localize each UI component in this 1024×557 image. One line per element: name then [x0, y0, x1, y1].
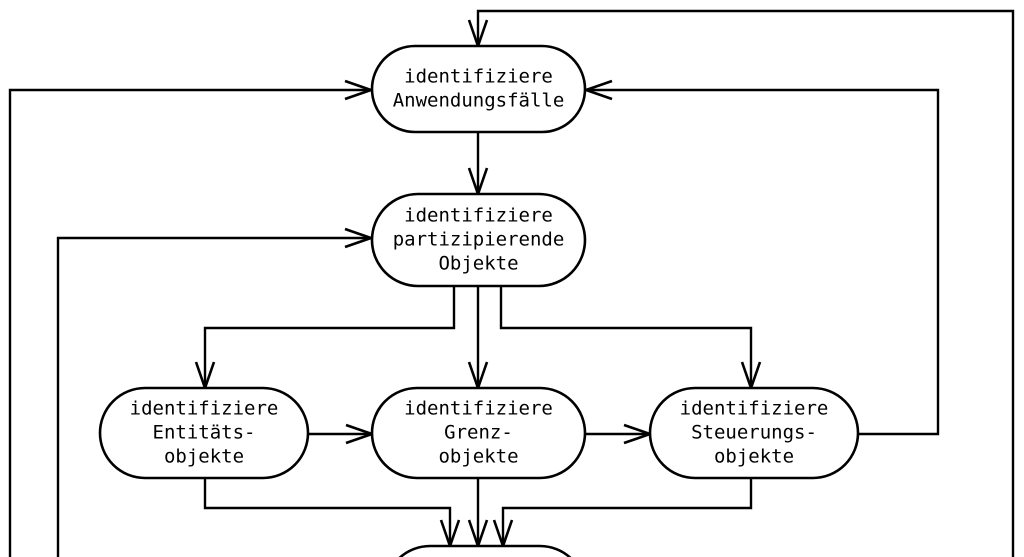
identifiziere-steuerungsobjekte-label-line-2: Steuerungs- [691, 422, 817, 444]
edge-partizipierende-to-entitaets-line [203, 286, 456, 386]
edge-left-outer-feedback-to-anwendungsfaelle-line [8, 88, 368, 557]
identifiziere-anwendungsfaelle-shape[interactable] [370, 44, 587, 134]
identifiziere-grenzobjekte-label-line-2: Grenz- [444, 422, 513, 444]
edge-entitaets-to-grenz [308, 423, 376, 445]
identifiziere-entitaetsobjekte-shape[interactable] [98, 386, 310, 480]
edge-steuerungs-to-bottom-line [501, 478, 753, 544]
identifiziere-grenzobjekte-shape[interactable] [370, 386, 587, 480]
identifiziere-entitaetsobjekte-label-line-1: identifiziere [130, 398, 279, 420]
edge-partizipierende-to-grenz [467, 286, 489, 392]
edge-steuerungs-feedback-to-anwendungsfaelle [582, 79, 940, 436]
edge-grenz-to-steuerungs [585, 423, 654, 445]
edge-steuerungs-to-bottom [492, 478, 753, 550]
edge-entitaets-to-bottom [203, 478, 461, 550]
edge-partizipierende-to-steuerungs [499, 286, 762, 392]
identifiziere-partizipierende-objekte-label-line-2: partizipierende [393, 229, 565, 251]
edge-left-inner-feedback-to-partizipierende-line [56, 236, 368, 557]
identifiziere-steuerungsobjekte-shape[interactable] [648, 386, 860, 480]
edge-steuerungs-feedback-to-anwendungsfaelle-line [589, 88, 940, 436]
nodes-layer: identifiziereAnwendungsfälleidentifizier… [98, 44, 860, 557]
bottom-node-cropped-shape[interactable] [385, 544, 585, 557]
identifiziere-grenzobjekte-label-line-1: identifiziere [404, 398, 553, 420]
edge-partizipierende-to-steuerungs-line [499, 286, 753, 386]
identifiziere-partizipierende-objekte-label-line-3: Objekte [438, 253, 518, 275]
edges-layer [8, 9, 1015, 557]
identifiziere-steuerungsobjekte-label-line-1: identifiziere [680, 398, 829, 420]
identifiziere-steuerungsobjekte-label-line-3: objekte [714, 446, 794, 468]
node-bottom-node-cropped[interactable] [385, 544, 585, 557]
identifiziere-entitaetsobjekte-label-line-3: objekte [164, 446, 244, 468]
identifiziere-anwendungsfaelle-label-line-1: identifiziere [404, 66, 553, 88]
edge-anwendungsfaelle-to-partizipierende [467, 132, 489, 198]
edge-entitaets-to-bottom-line [203, 478, 452, 544]
identifiziere-partizipierende-objekte-shape[interactable] [370, 192, 587, 288]
identifiziere-entitaetsobjekte-label-line-2: Entitäts- [153, 422, 256, 444]
edge-grenz-to-bottom [467, 478, 489, 550]
identifiziere-partizipierende-objekte-label-line-1: identifiziere [404, 205, 553, 227]
edge-left-outer-feedback-to-anwendungsfaelle [8, 79, 375, 557]
edge-bottom-feedback-to-anwendungsfaelle-top-line [476, 9, 1015, 557]
identifiziere-anwendungsfaelle-label-line-2: Anwendungsfälle [393, 90, 565, 112]
identifiziere-grenzobjekte-label-line-3: objekte [438, 446, 518, 468]
edge-partizipierende-to-entitaets [194, 286, 456, 392]
